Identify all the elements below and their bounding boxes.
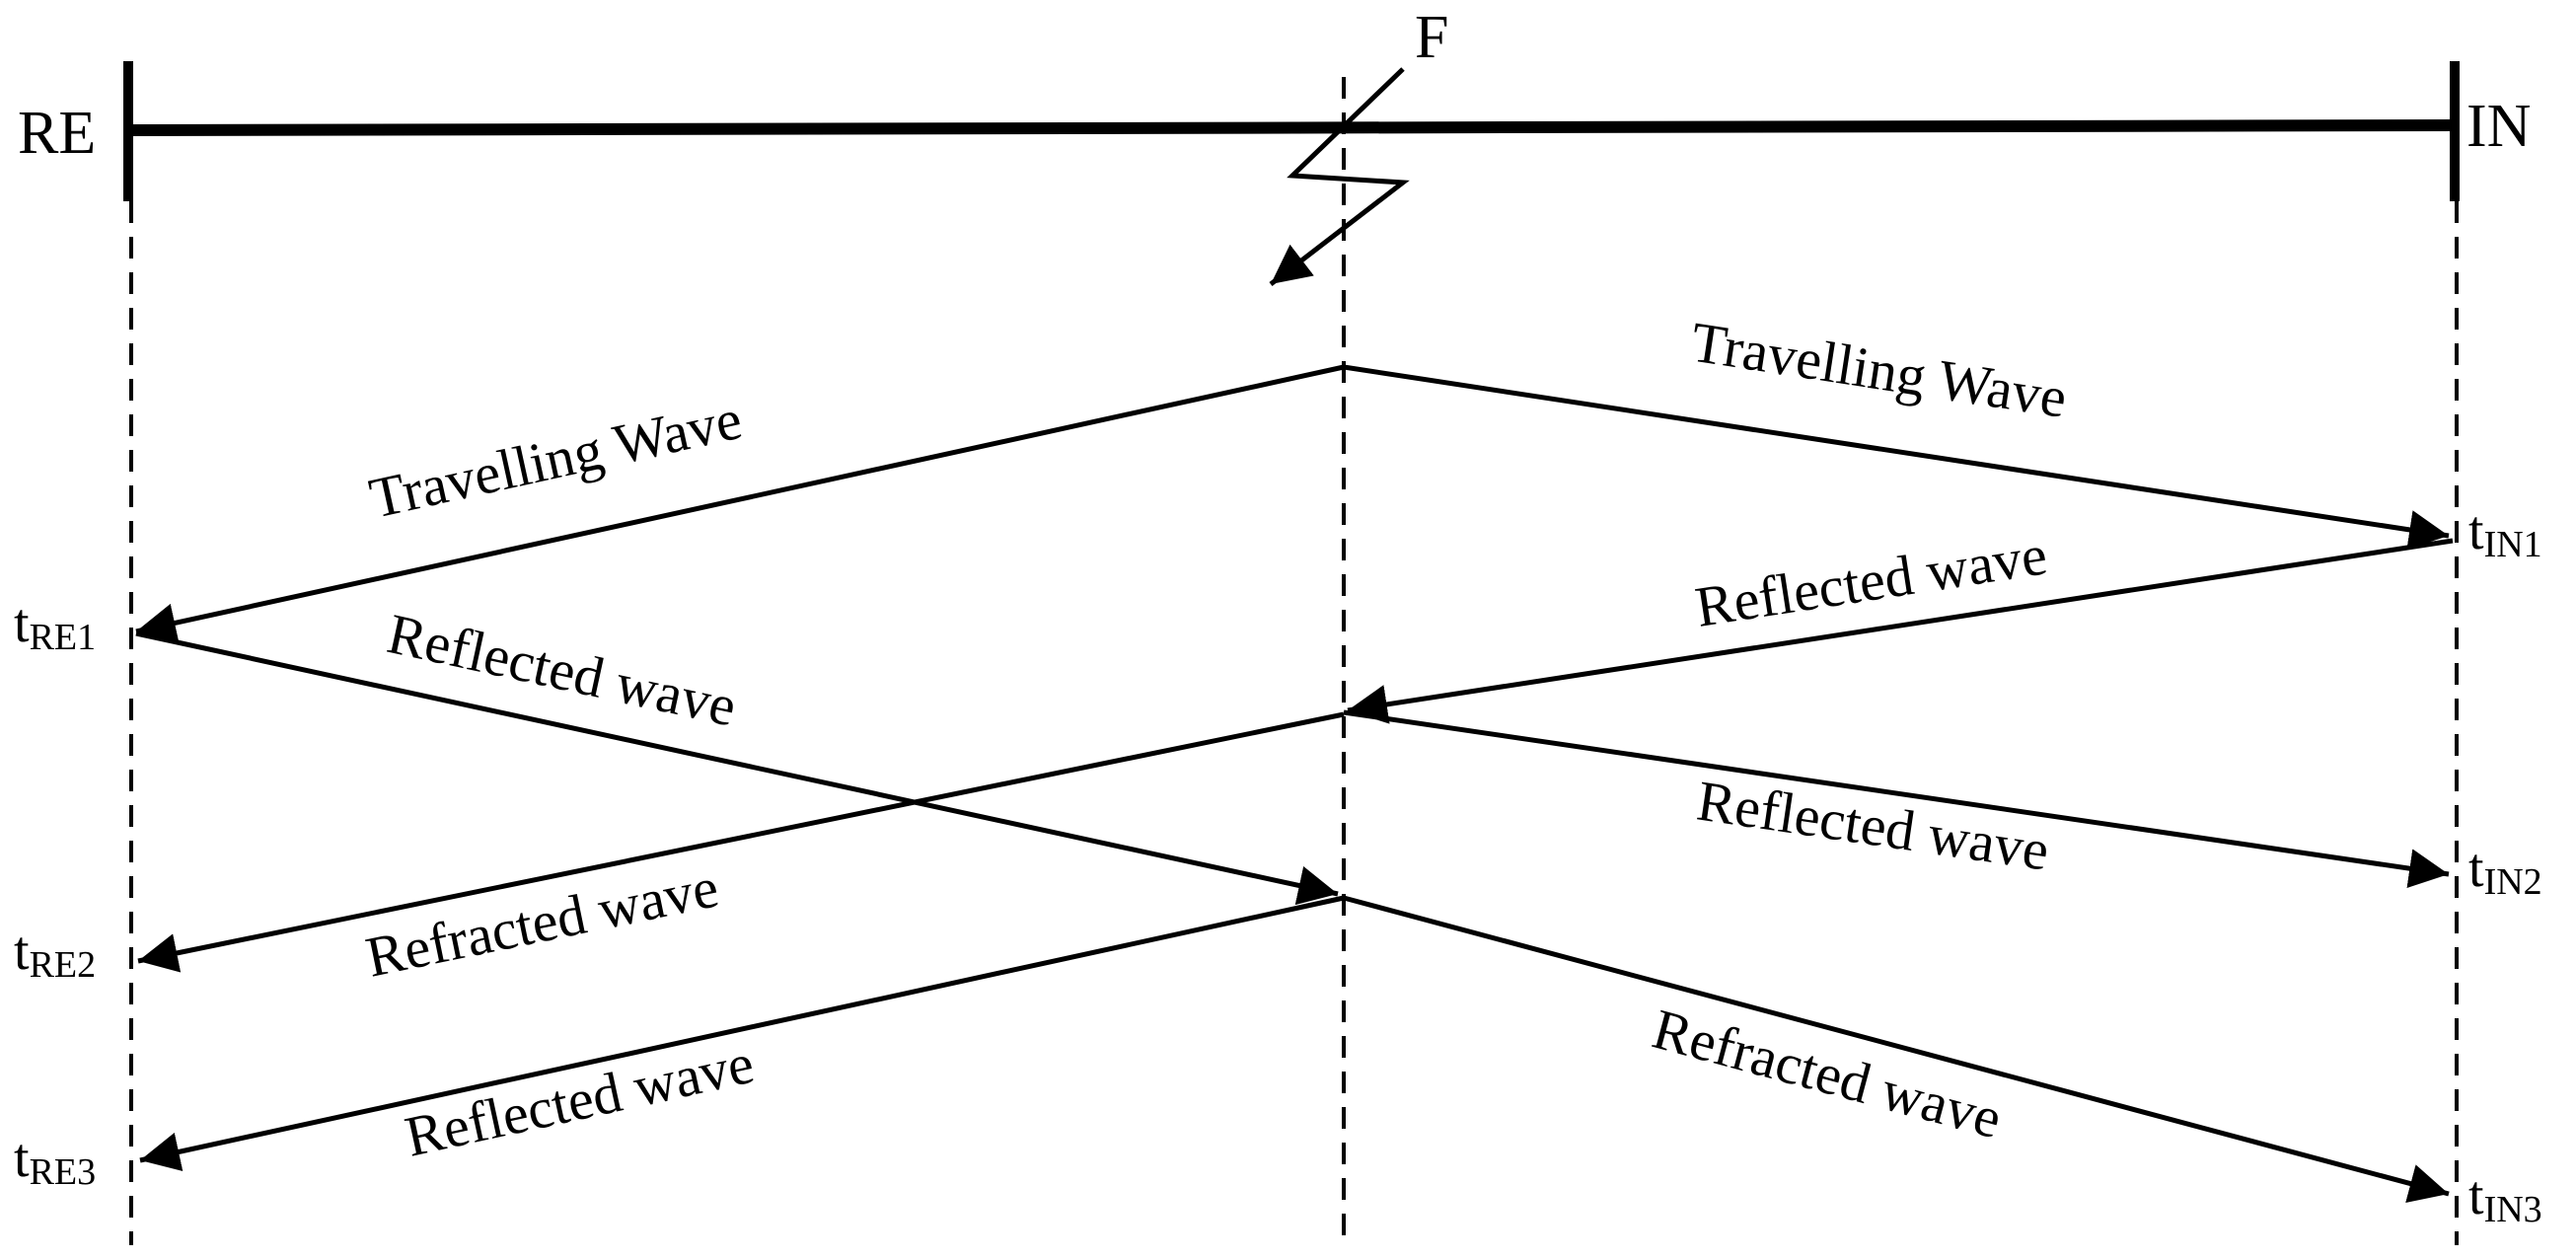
wave-label-refracted-f-to-re2: Refracted wave	[361, 854, 724, 990]
time-label-re3: tRE3	[14, 1128, 96, 1193]
time-label-re1: tRE1	[14, 593, 96, 658]
wave-label-reflected-in1-to-f: Reflected wave	[1691, 522, 2051, 639]
wave-travelling-left	[135, 364, 1345, 642]
wave-label-reflected-re1-to-f: Reflected wave	[382, 601, 742, 738]
wave-label-reflected-f-to-re3: Reflected wave	[400, 1031, 760, 1169]
wave-reflected-f-to-re3	[139, 895, 1345, 1172]
fault-label: F	[1415, 4, 1448, 71]
wave-reflected-re1-to-f	[135, 630, 1339, 906]
wave-label-refracted-f-to-in3: Refracted wave	[1647, 997, 2009, 1151]
transmission-line	[127, 119, 2456, 136]
wave-label-reflected-f-to-in2: Reflected wave	[1693, 769, 2053, 883]
wave-reflected-in1-to-f	[1347, 538, 2454, 724]
time-label-in3: tIN3	[2468, 1165, 2542, 1230]
wave-reflected-f-to-in2	[1343, 709, 2450, 888]
fault-lightning-icon	[1269, 67, 1410, 286]
wave-refracted-f-to-re2	[137, 711, 1345, 973]
wave-refracted-f-to-in3	[1343, 895, 2450, 1203]
wave-label-travelling-right: Travelling Wave	[1687, 310, 2071, 430]
wave-travelling-right	[1343, 364, 2450, 550]
time-label-in2: tIN2	[2468, 838, 2542, 903]
time-label-re2: tRE2	[14, 921, 96, 986]
terminal-label-in: IN	[2466, 93, 2531, 160]
terminal-label-re: RE	[18, 100, 96, 167]
time-label-in1: tIN1	[2468, 500, 2542, 565]
